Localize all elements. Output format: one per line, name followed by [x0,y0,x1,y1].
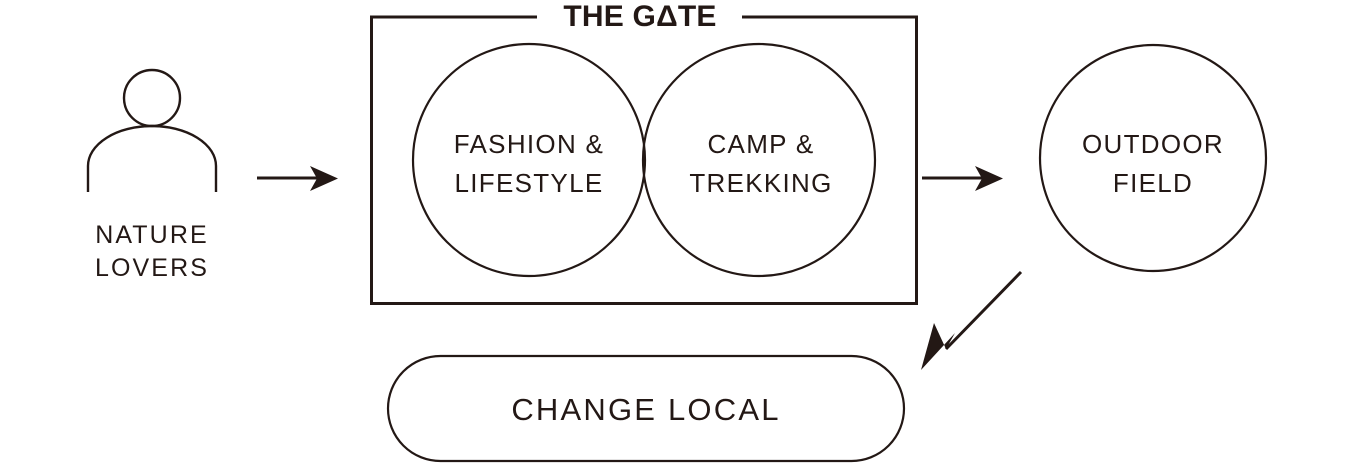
arrow-actor-to-gate [257,166,338,191]
circle-outline [641,42,877,278]
circle-label-line2: LIFESTYLE [455,168,604,198]
arrow-head [921,323,955,370]
circle-outline [1038,43,1268,273]
circle-label-line1: OUTDOOR [1082,129,1224,159]
person-head-icon [122,68,182,128]
actor-label-line2: LOVERS [95,254,209,282]
circle-label-line2: FIELD [1113,168,1193,198]
circle-label-line1: FASHION & [454,129,604,159]
person-body-icon [86,124,218,192]
circle-label-line1: CAMP & [707,129,814,159]
arrow-gate-to-outdoor-field [922,166,1003,191]
person-icon [86,68,218,192]
circle-label-line2: TREKKING [689,168,832,198]
arrow-head [310,166,338,191]
circle-outline [411,42,647,278]
arrow-shaft [944,270,1023,351]
change-local-pill: CHANGE LOCAL [386,354,906,463]
pill-outline [386,354,906,463]
arrow-head [975,166,1003,191]
arrow-outdoor-field-to-change-local [921,270,1023,370]
pill-label: CHANGE LOCAL [511,392,780,427]
fashion-lifestyle-circle: FASHION & LIFESTYLE [411,42,647,278]
outdoor-field-circle: OUTDOOR FIELD [1038,43,1268,273]
page-title: THE GΔTE [563,0,716,33]
the-gate-bracket [370,15,918,305]
actor-label-line1: NATURE [95,221,209,249]
camp-trekking-circle: CAMP & TREKKING [641,42,877,278]
